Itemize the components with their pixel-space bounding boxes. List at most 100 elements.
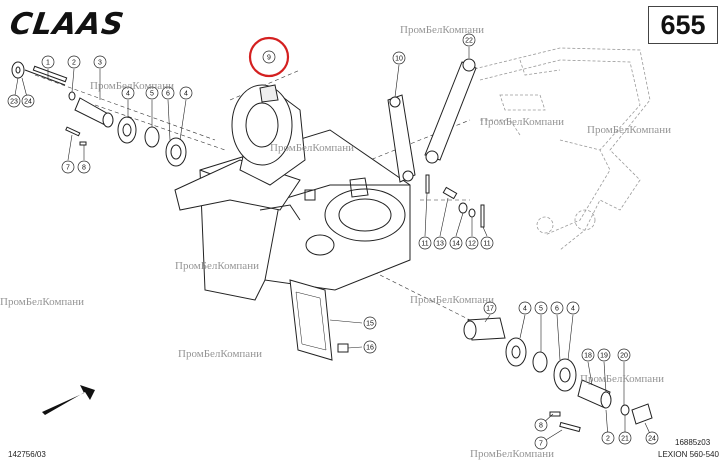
callout-number: 4 (571, 306, 575, 313)
callout-20: 20 (617, 348, 631, 362)
callout-number: 11 (421, 241, 428, 248)
callout-number: 15 (366, 321, 374, 328)
callout-3: 3 (93, 55, 107, 69)
callout-circle (41, 55, 55, 69)
callout-number: 8 (82, 165, 86, 172)
callout-circle (392, 51, 406, 65)
callout-5: 5 (145, 86, 159, 100)
callout-24: 24 (21, 94, 35, 108)
callout-number: 3 (98, 60, 102, 67)
callout-6: 6 (161, 86, 175, 100)
callout-circle (145, 86, 159, 100)
callout-number: 5 (150, 91, 154, 98)
callout-circle (121, 86, 135, 100)
callout-15: 15 (363, 316, 377, 330)
callout-number: 14 (452, 241, 460, 248)
callout-circle (77, 160, 91, 174)
callout-circle (262, 50, 276, 64)
callout-number: 24 (648, 436, 656, 443)
callout-4: 4 (518, 301, 532, 315)
callout-16: 16 (363, 340, 377, 354)
callout-17: 17 (483, 301, 497, 315)
callout-number: 18 (584, 353, 592, 360)
callout-number: 17 (486, 306, 494, 313)
watermark-text: ПромБелКомпани (410, 294, 494, 306)
callout-circle (363, 340, 377, 354)
callout-number: 9 (267, 55, 271, 62)
callout-leaders (13, 47, 653, 444)
callout-7: 7 (61, 160, 75, 174)
callout-number: 4 (126, 91, 130, 98)
callout-number: 11 (483, 241, 490, 248)
callout-number: 21 (621, 436, 629, 443)
callout-12: 12 (465, 236, 479, 250)
callout-number: 8 (539, 423, 543, 430)
callout-number: 22 (465, 38, 473, 45)
callout-circle (418, 236, 432, 250)
gearbox-housing (174, 84, 411, 301)
callout-circle (465, 236, 479, 250)
watermark-text: ПромБелКомпани (580, 373, 664, 385)
model-label: LEXION 560-540 (658, 450, 719, 459)
callout-14: 14 (449, 236, 463, 250)
lever-arms (387, 58, 477, 183)
callout-circle (534, 436, 548, 450)
callout-10: 10 (392, 51, 406, 65)
callout-23: 23 (7, 94, 21, 108)
callout-circle (550, 301, 564, 315)
callout-number: 2 (72, 60, 76, 67)
callout-circle (645, 431, 659, 445)
callout-11: 11 (418, 236, 432, 250)
callout-number: 6 (166, 91, 170, 98)
callout-circle (179, 86, 193, 100)
callout-circle (618, 431, 632, 445)
callout-number: 5 (539, 306, 543, 313)
callout-4: 4 (179, 86, 193, 100)
callout-number: 19 (600, 353, 608, 360)
callout-number: 1 (46, 60, 50, 67)
watermark-text: ПромБелКомпани (178, 348, 262, 360)
callout-circle (534, 301, 548, 315)
callout-6: 6 (550, 301, 564, 315)
callout-4: 4 (566, 301, 580, 315)
watermark-text: ПромБелКомпани (400, 24, 484, 36)
ghost-frame (469, 47, 651, 251)
callout-circle (93, 55, 107, 69)
callout-1: 1 (41, 55, 55, 69)
callout-circle (21, 94, 35, 108)
page-number-box: 655 (648, 6, 718, 44)
callout-number: 16 (366, 345, 374, 352)
left-shaft-parts (11, 61, 187, 167)
callout-circle (483, 301, 497, 315)
callout-number: 23 (10, 99, 18, 106)
callout-circle (433, 236, 447, 250)
callout-number: 7 (539, 441, 543, 448)
callout-7: 7 (534, 436, 548, 450)
direction-arrow (42, 385, 95, 415)
callout-circle (566, 301, 580, 315)
callout-5: 5 (534, 301, 548, 315)
watermark-text: ПромБелКомпани (270, 142, 354, 154)
watermark-text: ПромБелКомпани (480, 116, 564, 128)
callout-18: 18 (581, 348, 595, 362)
drawing-code-left: 142756/03 (8, 450, 46, 459)
callout-circle (161, 86, 175, 100)
watermark-text: ПромБелКомпани (470, 448, 554, 460)
callout-9: 9 (248, 36, 290, 78)
watermark-text: ПромБелКомпани (90, 80, 174, 92)
callout-number: 7 (66, 165, 70, 172)
callout-8: 8 (77, 160, 91, 174)
watermark-text: ПромБелКомпани (587, 124, 671, 136)
callout-13: 13 (433, 236, 447, 250)
callout-number: 4 (184, 91, 188, 98)
callout-number: 10 (395, 56, 403, 63)
callout-circle (449, 236, 463, 250)
callout-22: 22 (462, 33, 476, 47)
right-shaft-parts (463, 317, 653, 433)
callout-circle (534, 418, 548, 432)
cover-plate (289, 279, 349, 361)
callout-circle (601, 431, 615, 445)
